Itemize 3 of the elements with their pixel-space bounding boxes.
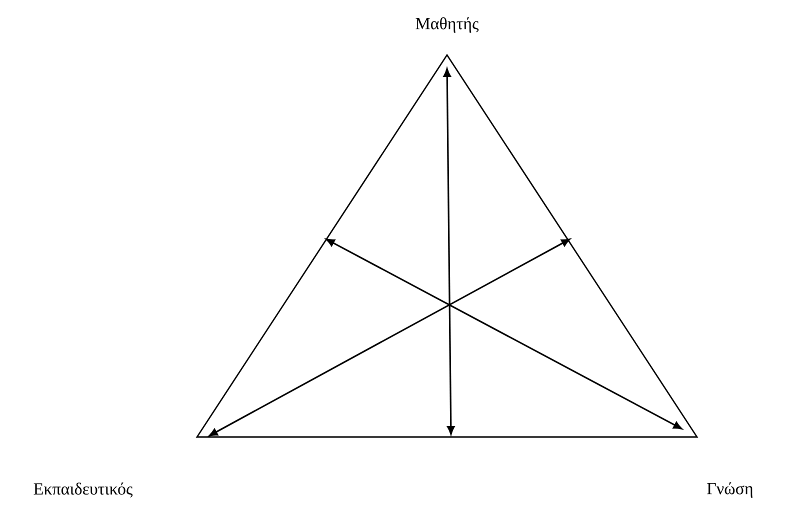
vertex-label: Εκπαιδευτικός [34,482,133,498]
vertex-label: Μαθητής [416,17,479,33]
vertex-label: Γνώση [707,482,752,498]
